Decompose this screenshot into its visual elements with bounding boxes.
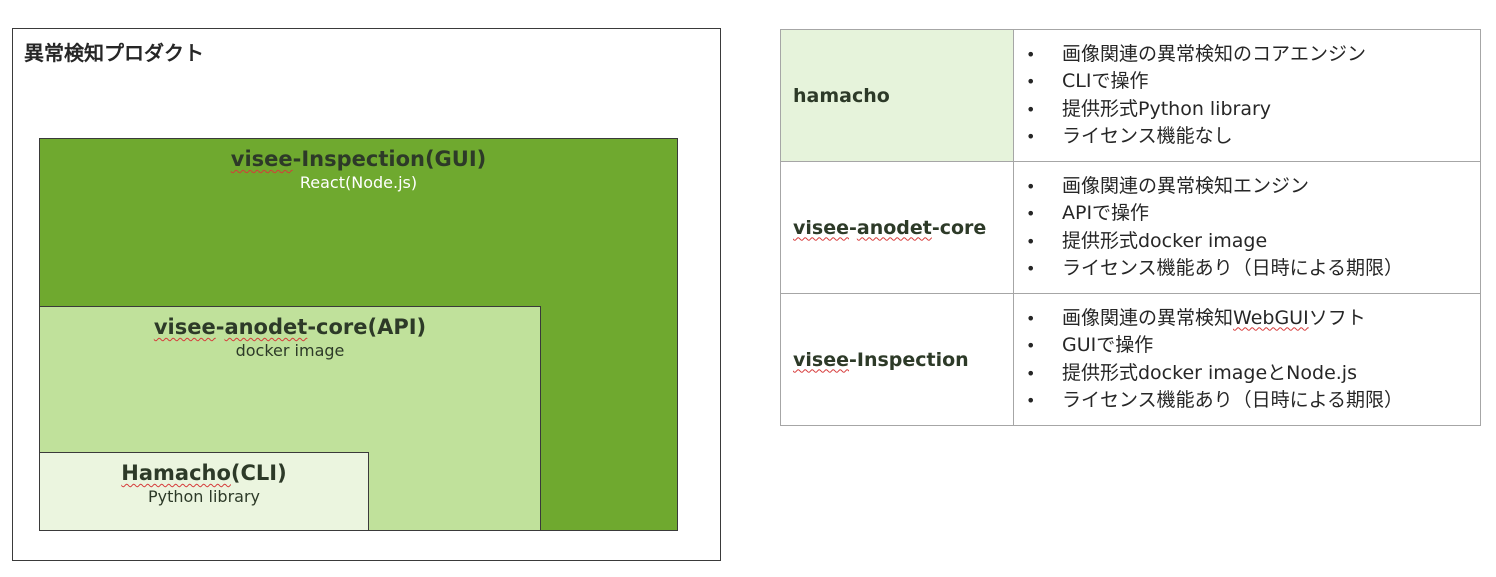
list-item: 提供形式docker image xyxy=(1026,228,1480,256)
api-layer-subtitle: docker image xyxy=(235,341,345,360)
product-table: hamacho 画像関連の異常検知のコアエンジン CLIで操作 提供形式Pyth… xyxy=(780,29,1481,426)
gui-title-rest: -Inspection(GUI) xyxy=(292,147,487,171)
api-title-rest: -core(API) xyxy=(307,315,427,339)
api-layer-title: visee-anodet-core(API) xyxy=(40,314,540,340)
feature-text-flagged: WebGUI xyxy=(1233,306,1309,329)
list-item: GUIで操作 xyxy=(1026,332,1480,360)
table-row: visee-anodet-core 画像関連の異常検知エンジン APIで操作 提… xyxy=(780,161,1481,294)
feature-text: 画像関連の異常検知 xyxy=(1062,306,1234,329)
product-name-cell: visee-Inspection xyxy=(780,293,1014,426)
product-name-part: -Inspection xyxy=(848,348,969,371)
gui-title-name: visee xyxy=(230,147,293,171)
api-title-name-2: anodet xyxy=(224,315,308,339)
product-name-cell: hamacho xyxy=(780,29,1014,162)
cli-layer-subtitle: Python library xyxy=(147,487,261,506)
feature-cell: 画像関連の異常検知エンジン APIで操作 提供形式docker image ライ… xyxy=(1013,161,1481,294)
list-item: 画像関連の異常検知エンジン xyxy=(1026,173,1480,201)
gui-layer-subtitle: React(Node.js) xyxy=(299,173,418,192)
frame-title: 異常検知プロダクト xyxy=(24,41,204,65)
feature-text: ソフト xyxy=(1308,306,1366,329)
list-item: 提供形式Python library xyxy=(1026,96,1480,124)
product-name-part: visee xyxy=(793,348,849,371)
cli-title-name: Hamacho xyxy=(121,461,231,485)
product-name-part: anodet xyxy=(856,216,932,239)
product-frame: 異常検知プロダクト xyxy=(12,28,721,561)
product-name-part: -core xyxy=(931,216,987,239)
api-title-dash: - xyxy=(215,315,225,339)
product-name-cell: visee-anodet-core xyxy=(780,161,1014,294)
list-item: ライセンス機能あり（日時による期限） xyxy=(1026,255,1480,283)
list-item: APIで操作 xyxy=(1026,200,1480,228)
list-item: 提供形式docker imageとNode.js xyxy=(1026,360,1480,388)
gui-layer-title: visee-Inspection(GUI) xyxy=(40,146,677,172)
cli-layer-box: Hamacho(CLI) Python library xyxy=(39,452,369,531)
list-item: CLIで操作 xyxy=(1026,68,1480,96)
list-item: 画像関連の異常検知のコアエンジン xyxy=(1026,41,1480,69)
feature-list: 画像関連の異常検知のコアエンジン CLIで操作 提供形式Python libra… xyxy=(1014,41,1480,151)
list-item: ライセンス機能あり（日時による期限） xyxy=(1026,387,1480,415)
feature-list: 画像関連の異常検知エンジン APIで操作 提供形式docker image ライ… xyxy=(1014,173,1480,283)
feature-cell: 画像関連の異常検知WebGUIソフト GUIで操作 提供形式docker ima… xyxy=(1013,293,1481,426)
product-name-part: - xyxy=(848,216,857,239)
list-item: 画像関連の異常検知WebGUIソフト xyxy=(1026,305,1480,333)
feature-cell: 画像関連の異常検知のコアエンジン CLIで操作 提供形式Python libra… xyxy=(1013,29,1481,162)
product-name-part: visee xyxy=(793,216,849,239)
product-name: hamacho xyxy=(793,84,890,107)
table-row: hamacho 画像関連の異常検知のコアエンジン CLIで操作 提供形式Pyth… xyxy=(780,29,1481,162)
api-title-name-1: visee xyxy=(153,315,216,339)
cli-title-rest: (CLI) xyxy=(230,461,287,485)
table-row: visee-Inspection 画像関連の異常検知WebGUIソフト GUIで… xyxy=(780,293,1481,426)
list-item: ライセンス機能なし xyxy=(1026,123,1480,151)
cli-layer-title: Hamacho(CLI) xyxy=(40,460,368,486)
feature-list: 画像関連の異常検知WebGUIソフト GUIで操作 提供形式docker ima… xyxy=(1014,305,1480,415)
